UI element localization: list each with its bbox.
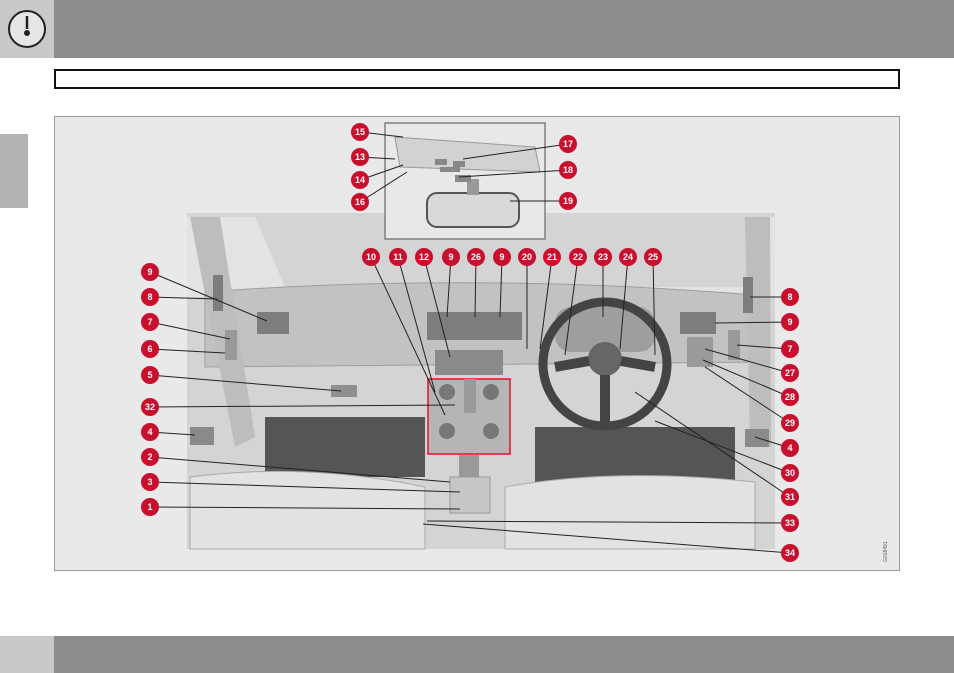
- callout-number: 16: [355, 197, 365, 207]
- callout-number: 12: [419, 252, 429, 262]
- callout-number: 27: [785, 368, 795, 378]
- left-side-vent-shape: [257, 312, 289, 334]
- steering-spoke-right: [621, 361, 655, 367]
- left-fan-knob: [439, 423, 455, 439]
- callout-number: 26: [471, 252, 481, 262]
- section-title-box: [54, 69, 900, 89]
- callout-number: 18: [563, 165, 573, 175]
- glovebox-handle-shape: [331, 385, 357, 397]
- callout-number: 21: [547, 252, 557, 262]
- header-icon-cell: [0, 0, 54, 58]
- steering-spoke-left: [555, 361, 589, 367]
- callout-number: 8: [147, 292, 152, 302]
- callout-number: 19: [563, 196, 573, 206]
- callout-number: 17: [563, 139, 573, 149]
- callout-number: 32: [145, 402, 155, 412]
- callout-number: 7: [787, 344, 792, 354]
- gear-console: [450, 477, 490, 513]
- left-seat: [190, 471, 425, 549]
- dashboard-illustration: G018491 15131416171819987653242311011129…: [55, 117, 901, 572]
- right-side-vent-shape: [680, 312, 716, 334]
- footer-left-cell: [0, 636, 54, 673]
- header-bar: [54, 0, 954, 58]
- callout-number: 20: [522, 252, 532, 262]
- audio-display-unit: [435, 350, 503, 375]
- inset-button-shape-c: [440, 167, 460, 172]
- left-door-switch-shape: [225, 330, 237, 360]
- callout-number: 33: [785, 518, 795, 528]
- callout-number: 1: [147, 502, 152, 512]
- figure-id-label: G018491: [883, 541, 889, 562]
- callout-number: 25: [648, 252, 658, 262]
- inset-button-shape-a: [435, 159, 447, 165]
- callout-number: 13: [355, 152, 365, 162]
- callout-number: 14: [355, 175, 365, 185]
- steering-hub: [588, 342, 622, 376]
- callout-number: 8: [787, 292, 792, 302]
- inset-button-shape-b: [453, 161, 465, 167]
- callout-number: 9: [787, 317, 792, 327]
- left-window-vent-shape: [213, 275, 223, 311]
- callout-number: 15: [355, 127, 365, 137]
- chapter-side-tab: [0, 134, 28, 208]
- callout-number: 23: [598, 252, 608, 262]
- callout-left-door-handle: 4: [141, 423, 195, 441]
- callout-number: 10: [366, 252, 376, 262]
- right-climate-knob: [483, 384, 499, 400]
- right-fan-knob: [483, 423, 499, 439]
- footer-bar: [54, 636, 954, 673]
- callout-number: 30: [785, 468, 795, 478]
- callout-number: 34: [785, 548, 795, 558]
- callout-number: 4: [787, 443, 792, 453]
- callout-number: 9: [448, 252, 453, 262]
- callout-number: 3: [147, 477, 152, 487]
- right-window-vent-shape: [743, 277, 753, 313]
- callout-number: 2: [147, 452, 152, 462]
- callout-number: 11: [393, 252, 403, 262]
- callout-number: 6: [147, 344, 152, 354]
- callout-number: 28: [785, 392, 795, 402]
- callout-number: 4: [147, 427, 152, 437]
- callout-number: 7: [147, 317, 152, 327]
- callout-number: 9: [499, 252, 504, 262]
- left-door-handle-shape: [190, 427, 214, 445]
- left-floor-mat: [265, 417, 425, 477]
- callout-number: 22: [573, 252, 583, 262]
- center-keypad: [464, 379, 476, 413]
- callout-number: 9: [147, 267, 152, 277]
- rearview-mirror-shape: [427, 193, 519, 227]
- callout-number: 24: [623, 252, 633, 262]
- right-seat: [505, 476, 755, 549]
- speedometer-gauge-icon: [4, 8, 50, 50]
- callout-number: 31: [785, 492, 795, 502]
- left-climate-knob: [439, 384, 455, 400]
- callout-number: 5: [147, 370, 152, 380]
- callout-number: 29: [785, 418, 795, 428]
- center-vents: [427, 312, 522, 340]
